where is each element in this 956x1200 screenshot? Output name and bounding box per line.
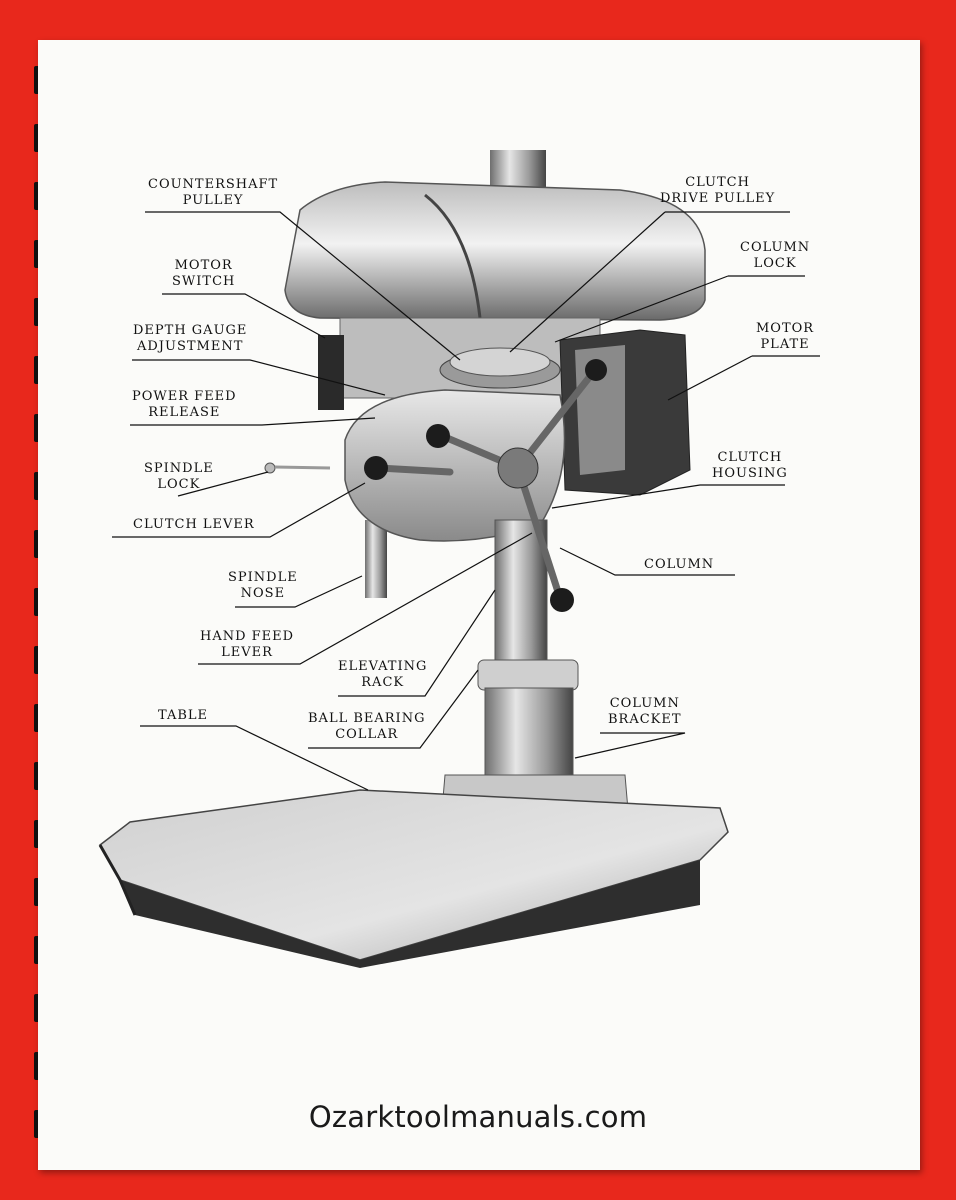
spindle-lock-rod (274, 465, 331, 470)
column-bracket-shape (484, 687, 574, 789)
pulley-rim (449, 347, 551, 377)
table-surface (99, 789, 729, 961)
table-lip (98, 844, 137, 916)
motor-switch-shape (318, 335, 344, 410)
lever-knobs (364, 359, 607, 612)
column-shape (494, 519, 548, 671)
table-edge (120, 860, 700, 968)
hand-feed-hub (497, 447, 539, 489)
leader-lines (112, 211, 820, 791)
hand-feed-levers (374, 366, 599, 602)
spindle-nose-shape (365, 520, 387, 598)
label-column: COLUMN (644, 557, 715, 572)
label-clutch-lever: CLUTCH LEVER (133, 517, 255, 532)
guard-seam (424, 193, 482, 319)
website-footer: Ozarktoolmanuals.com (308, 1100, 648, 1134)
label-table: TABLE (158, 708, 209, 723)
ball-bearing-collar-shape (477, 659, 579, 691)
belt-guard (284, 181, 706, 321)
spindle-lock-knob (264, 462, 276, 474)
